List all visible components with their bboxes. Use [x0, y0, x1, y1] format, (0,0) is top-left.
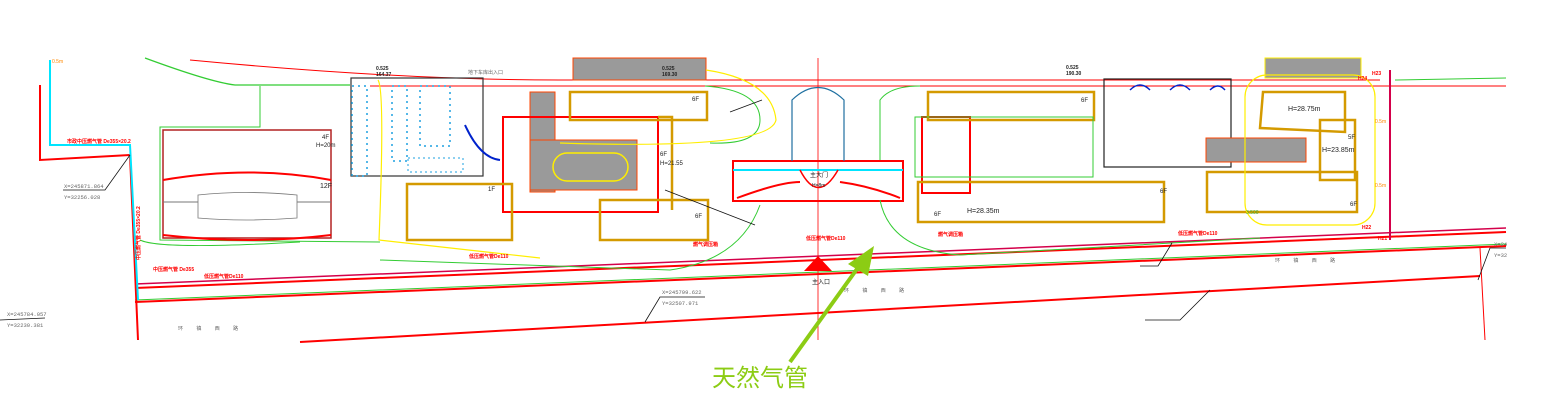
coordinate: Y=32	[1494, 252, 1507, 259]
pipe-node: H21	[1378, 236, 1387, 242]
pipe-label: 0.5m	[1375, 183, 1386, 189]
building-label: 12F	[320, 183, 332, 190]
building-center	[379, 57, 1261, 271]
coordinate: Y=32230.381	[7, 322, 44, 329]
road-name: 环 镇 西 路	[1275, 257, 1341, 264]
parking-area	[350, 77, 541, 259]
road-name: 环 镇 西 路	[844, 287, 910, 294]
parking-entry-label: 地下车库出入口	[468, 69, 503, 76]
elevation-label: 190.30	[1066, 71, 1082, 77]
pipe-label: 低压燃气管De110	[1177, 230, 1218, 237]
building-label: H=20m	[316, 143, 336, 149]
pipe-label: 0.5m	[52, 59, 63, 65]
gas-pipe-arrow-icon	[788, 246, 874, 364]
elevation-label: 0.525	[662, 66, 675, 72]
leader-lines	[0, 99, 1506, 323]
building-label: H=21.55	[660, 161, 684, 167]
coordinate: Y=32256.028	[64, 194, 100, 201]
pipe-label: 中压燃气管 De355×20.2	[135, 206, 142, 260]
pipe-label: 燃气调压箱	[938, 231, 963, 238]
elevation-label: 0.525	[1066, 65, 1079, 71]
pipe-node: H23	[1372, 71, 1381, 77]
building-label: H=28.35m	[967, 208, 1000, 215]
gate-height: H=8m	[812, 183, 825, 189]
road-name: 环 镇 西 路	[178, 325, 244, 332]
building-label: 6F	[1160, 189, 1167, 195]
pipe-node: H22	[1362, 225, 1371, 231]
building-label: 6F	[695, 214, 702, 220]
building-label: 1F	[488, 187, 495, 193]
pipe-label: 低压燃气管De110	[805, 235, 846, 242]
building-label: 6F	[660, 152, 667, 158]
gate-label: 主大门	[810, 171, 828, 179]
coordinate: X=245784.057	[7, 311, 47, 318]
pipe-label: 中压燃气管 De355	[153, 266, 194, 273]
pipe-label: 燃气调压箱	[693, 241, 718, 248]
building-label: 6F	[692, 97, 699, 103]
building-label: 6F	[1081, 98, 1088, 104]
gas-pipe-annotation: 天然气管	[712, 365, 808, 392]
road-lines	[39, 57, 1507, 343]
elevation-label: 164.37	[376, 72, 392, 78]
elevation-label: 0.525	[376, 66, 389, 72]
building-label: 6F	[934, 212, 941, 218]
coordinate: X=24	[1494, 241, 1508, 248]
coordinate: Y=32507.971	[662, 300, 699, 307]
pipe-label: 低压燃气管De110	[468, 253, 509, 260]
building-left	[159, 86, 381, 243]
building-label: H=23.85m	[1322, 147, 1355, 154]
main-entrance-label: 主入口	[812, 278, 830, 286]
pipe-label: 0.5m	[1375, 119, 1386, 125]
elevation-label: 169.30	[662, 72, 678, 78]
building-label: 4F	[322, 135, 329, 141]
building-label: H=28.75m	[1288, 106, 1321, 113]
pipe-label: 低压燃气管De110	[203, 273, 244, 280]
coordinate: X=245871.864	[64, 183, 104, 190]
pipe-node: H24	[1358, 76, 1367, 82]
elevation-label: 3.500	[1246, 210, 1259, 216]
building-label: 6F	[1350, 202, 1357, 208]
pipe-label: 市政中压燃气管 De355×20.2	[67, 138, 131, 145]
building-right	[914, 57, 1376, 226]
main-entrance-triangle-icon	[804, 256, 832, 271]
building-label: 5F	[1348, 135, 1355, 141]
coordinate: X=245799.622	[662, 289, 702, 296]
